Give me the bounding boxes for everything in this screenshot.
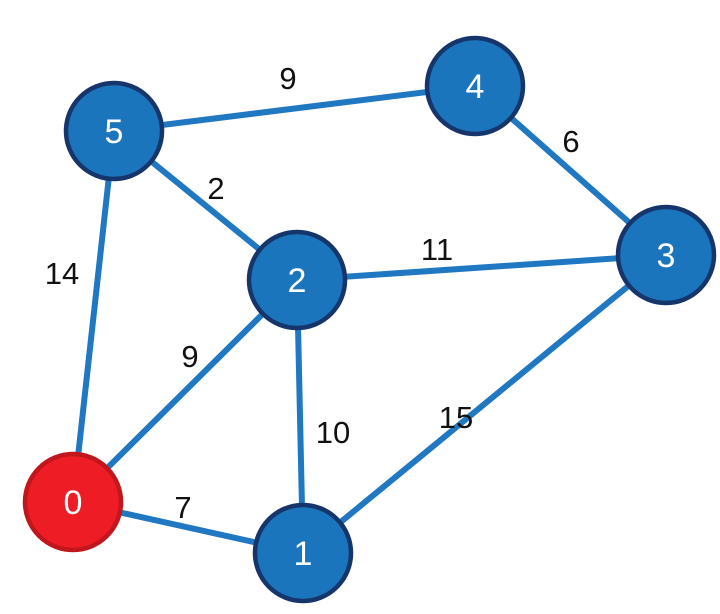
edge-weight-2-3: 11 [421, 232, 453, 267]
edge-weight-5-2: 2 [207, 171, 224, 206]
graph-node-3 [615, 204, 717, 306]
graph-node-label-5: 5 [105, 113, 124, 151]
graph-node-1 [252, 502, 354, 604]
edge-weight-2-1: 10 [316, 415, 350, 450]
edge-weight-5-4: 9 [279, 61, 296, 96]
edge-5-4 [111, 83, 478, 134]
edge-0-2 [70, 277, 300, 505]
graph-node-2 [246, 229, 348, 331]
graph-node-label-3: 3 [657, 237, 676, 275]
edge-weight-0-2: 9 [181, 339, 198, 374]
edge-5-0 [70, 128, 117, 505]
graph-node-label-1: 1 [294, 535, 313, 573]
edge-weight-0-1: 7 [174, 490, 191, 525]
graph-node-4 [424, 35, 526, 137]
edge-weight-5-0: 14 [45, 256, 79, 291]
graph-node-label-2: 2 [288, 262, 307, 300]
edge-1-3 [300, 252, 669, 556]
edge-weight-4-3: 6 [562, 124, 579, 159]
graph-node-5 [63, 80, 165, 182]
graph-node-0-start [22, 451, 124, 553]
edge-2-3 [294, 252, 669, 283]
edge-weight-1-3: 15 [439, 400, 473, 435]
graph-node-label-4: 4 [466, 68, 485, 106]
graph-node-label-0: 0 [64, 484, 83, 522]
